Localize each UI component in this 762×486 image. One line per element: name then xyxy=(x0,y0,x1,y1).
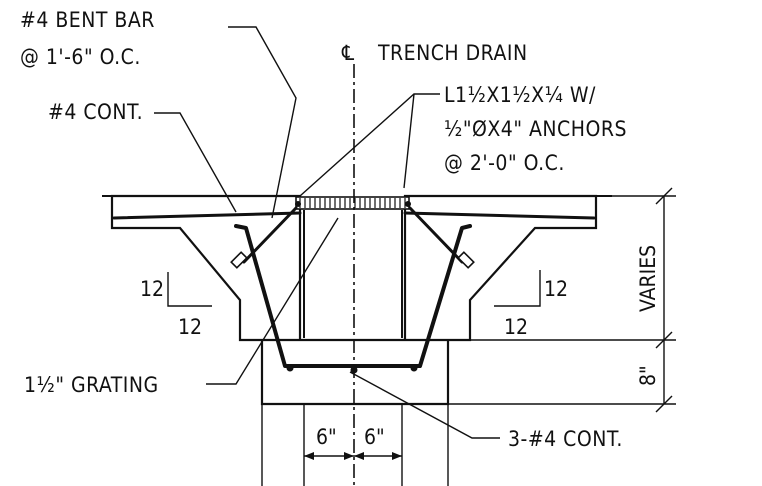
label-bent-bar: #4 BENT BAR xyxy=(20,8,155,32)
label-trench-drain: TRENCH DRAIN xyxy=(377,41,528,65)
dim-8-inch: 8" xyxy=(636,365,660,386)
slope-left-rise: 12 xyxy=(140,277,164,301)
slope-indicators xyxy=(167,270,541,307)
label-anchors: ½"ØX4" ANCHORS xyxy=(444,117,627,141)
top-continuous-bars xyxy=(112,211,596,220)
leader-lines xyxy=(154,26,500,439)
label-angle: L1½X1½X¼ W/ xyxy=(444,83,596,107)
label-bent-bar-spacing: @ 1'-6" O.C. xyxy=(20,45,141,69)
centerline-symbol: ℄ xyxy=(341,41,355,65)
dim-varies: VARIES xyxy=(636,245,660,312)
vertical-dimensions xyxy=(655,187,673,413)
label-grating: 1½" GRATING xyxy=(24,373,159,397)
label-anchor-spacing: @ 2'-0" O.C. xyxy=(444,151,565,175)
dim-6-left: 6" xyxy=(316,425,337,449)
label-cont-bar: #4 CONT. xyxy=(48,100,143,124)
angle-anchors xyxy=(230,201,475,269)
dim-6-right: 6" xyxy=(364,425,385,449)
slope-left-run: 12 xyxy=(178,315,202,339)
horizontal-dimensions xyxy=(261,404,449,486)
label-bottom-bars: 3-#4 CONT. xyxy=(508,427,623,451)
slope-right-run: 12 xyxy=(504,315,528,339)
slope-right-rise: 12 xyxy=(544,277,568,301)
concrete-section xyxy=(102,194,676,406)
grating xyxy=(295,196,410,210)
bent-bar xyxy=(234,224,472,368)
